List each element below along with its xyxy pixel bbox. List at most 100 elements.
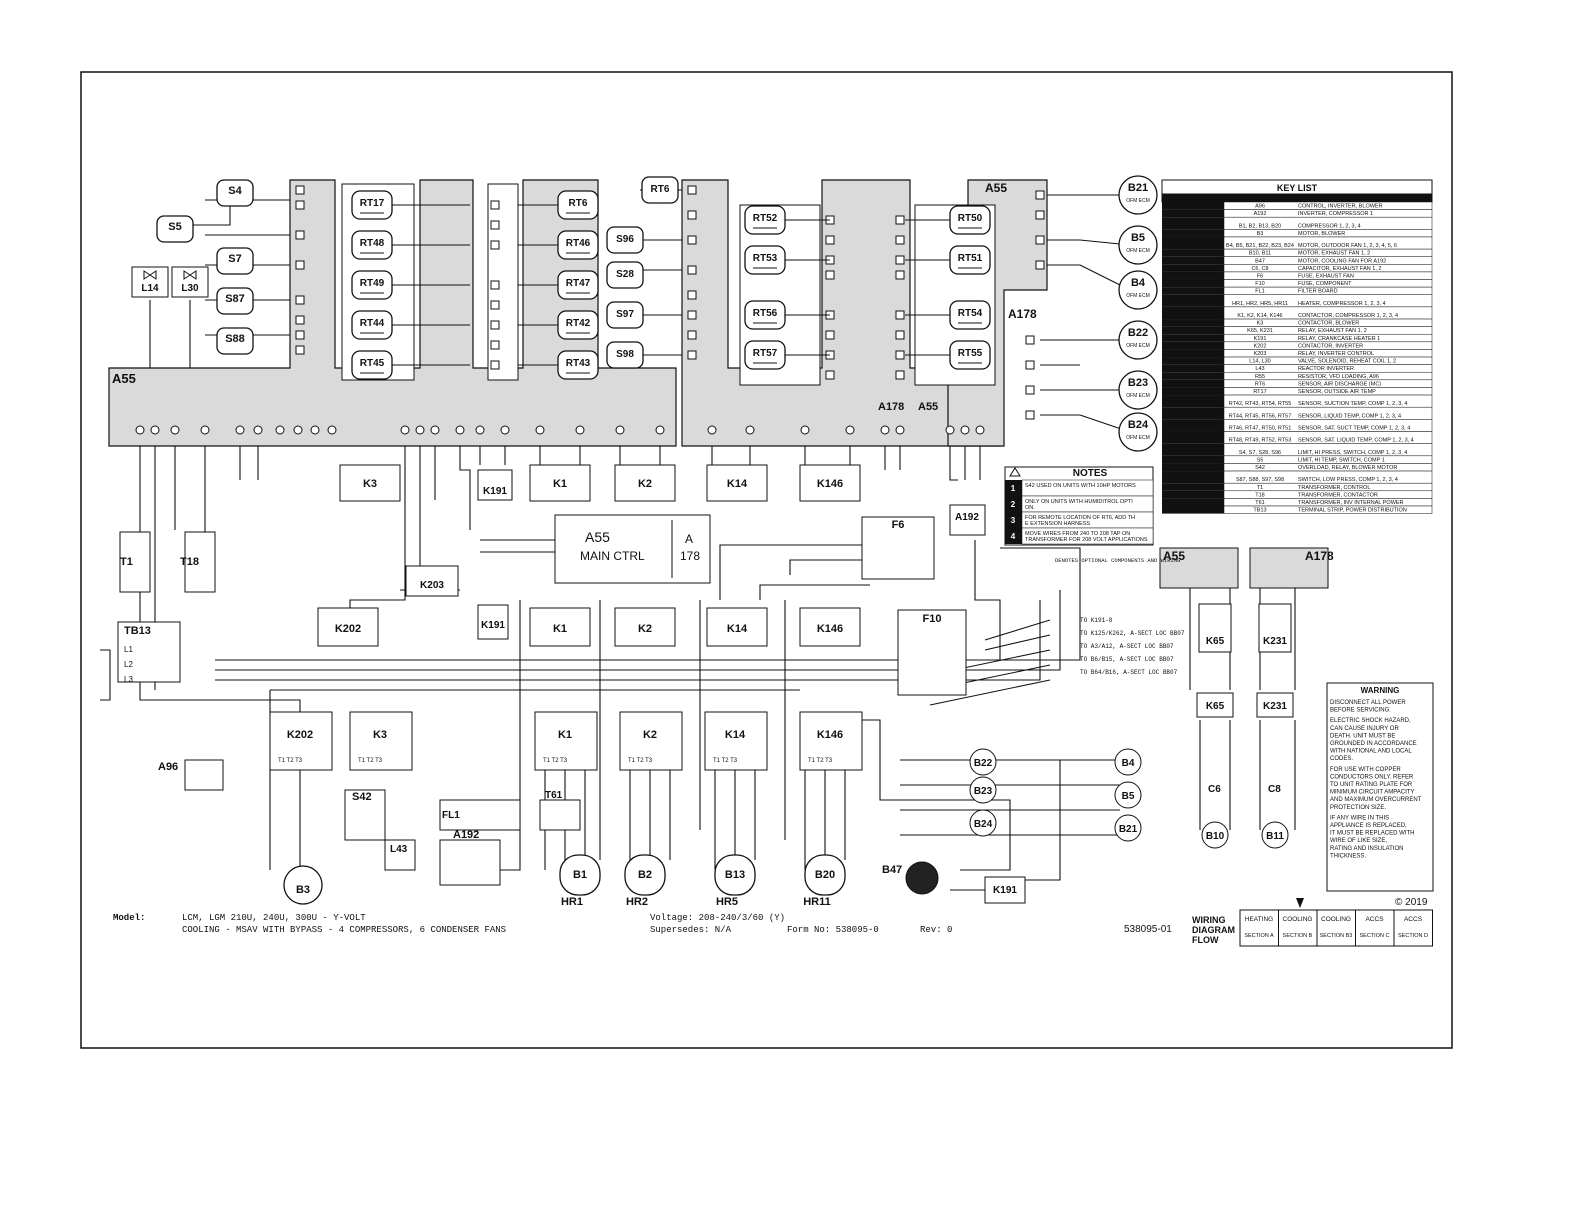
switch-label: S7 <box>228 253 241 265</box>
warning-text: ELECTRIC SHOCK HAZARD, <box>1330 718 1411 724</box>
diagram-number: 538095-01 <box>1124 924 1172 935</box>
coil-label: K2 <box>638 478 652 490</box>
switch-label: S88 <box>225 333 245 345</box>
cooling-fan <box>905 861 939 895</box>
keylist-key: B47 <box>1255 258 1265 264</box>
terminal <box>500 425 510 435</box>
note-number: 1 <box>1011 484 1016 493</box>
temp-sensor <box>351 310 393 340</box>
relay-coil <box>477 604 509 640</box>
keylist-key: B1, B2, B13, B20 <box>1239 223 1281 229</box>
keylist-key: HR1, HR2, HR5, HR11 <box>1232 301 1288 307</box>
keylist-code-cell <box>1162 349 1224 358</box>
drawing-border <box>80 71 1453 1049</box>
valve-icon <box>183 270 197 280</box>
fan-motor <box>1118 270 1158 310</box>
terminal <box>455 425 465 435</box>
terminal-pin <box>490 200 500 210</box>
contactor-label: K202 <box>287 729 313 741</box>
terminal <box>745 425 755 435</box>
pressure-switch <box>216 179 254 207</box>
c8-label: C8 <box>1268 784 1281 795</box>
heater-label: HR1 <box>561 896 583 908</box>
valve-coil <box>131 266 169 298</box>
section-head: COOLING <box>1321 916 1351 923</box>
terminal <box>845 425 855 435</box>
terminal-pin <box>490 300 500 310</box>
temp-sensor-label: RT44 <box>360 318 385 329</box>
compressor <box>624 854 666 896</box>
fan-motor <box>1114 781 1142 809</box>
fan-sublabel: OFM ECM <box>1126 435 1150 441</box>
inverter <box>439 839 501 886</box>
keylist-desc: TERMINAL STRIP, POWER DISTRIBUTION <box>1298 508 1407 514</box>
keylist-code-cell <box>1162 294 1224 307</box>
note-text-cont: TRANSFORMER FOR 208 VOLT APPLICATIONS <box>1025 537 1148 543</box>
section-head: ACCS <box>1365 916 1384 923</box>
keylist-key: RT6 <box>1255 381 1265 387</box>
warning-triangle-icon <box>1009 467 1021 477</box>
temp-sensor-label: RT6 <box>569 198 588 209</box>
heater-label: HR2 <box>626 896 648 908</box>
keylist-desc: HEATER, COMPRESSOR 1, 2, 3, 4 <box>1298 301 1386 307</box>
fan-sublabel: OFM ECM <box>1126 343 1150 349</box>
terminal-pin <box>1035 190 1045 200</box>
temp-sensor-label: RT42 <box>566 318 591 329</box>
terminal-pin <box>895 235 905 245</box>
terminal-pin <box>295 315 305 325</box>
relay-coil <box>1198 603 1232 653</box>
keylist-desc: CAPACITOR, EXHAUST FAN 1, 2 <box>1298 266 1381 272</box>
terminal-pin <box>825 235 835 245</box>
c6-label: C6 <box>1208 784 1221 795</box>
fan-sublabel: OFM ECM <box>1126 393 1150 399</box>
temp-sensor-label: RT56 <box>753 308 778 319</box>
terminal-pin <box>490 360 500 370</box>
coil-label: K1 <box>553 623 567 635</box>
note-number-cell <box>1005 528 1022 544</box>
terminal-pin <box>895 255 905 265</box>
keylist-desc: TRANSFORMER, CONTROL <box>1298 485 1370 491</box>
keylist-code-cell <box>1162 229 1224 237</box>
exhaust-fan <box>1201 821 1229 849</box>
main-ctrl-label: MAIN CTRL <box>580 549 645 563</box>
pressure-switch <box>606 301 644 329</box>
a96-label: A96 <box>158 761 178 773</box>
keylist-key: S5 <box>1257 457 1264 463</box>
flow-title: WIRING <box>1192 915 1226 925</box>
f6-label: F6 <box>892 519 905 531</box>
terminal-pin <box>490 220 500 230</box>
compressor <box>559 854 601 896</box>
keylist-key: K203 <box>1254 351 1267 357</box>
fan-label: B4 <box>1131 277 1146 289</box>
terminal-pin <box>687 310 697 320</box>
keylist-desc: FUSE, EXHAUST FAN <box>1298 274 1354 280</box>
warning-text: APPLIANCE IS REPLACED, <box>1330 823 1407 829</box>
keylist-code-cell <box>1162 407 1224 420</box>
transformer <box>119 531 151 593</box>
t18-label: T18 <box>180 556 199 568</box>
switch-label: S5 <box>168 221 181 233</box>
terminal-pin <box>895 270 905 280</box>
contactor-terminals: T1 T2 T3 <box>278 758 303 764</box>
temp-sensor <box>557 350 599 380</box>
arrow-down-icon <box>1296 898 1304 908</box>
keylist-key: C6, C8 <box>1251 266 1268 272</box>
reactor <box>384 839 416 871</box>
transformer <box>184 531 216 593</box>
temp-sensor-label: RT17 <box>360 198 385 209</box>
keylist-code-cell <box>1162 341 1224 350</box>
terminal-pin <box>295 330 305 340</box>
terminal <box>150 425 160 435</box>
keylist-key: RT17 <box>1253 389 1266 395</box>
terminal <box>975 425 985 435</box>
keylist-desc: CONTACTOR, COMPRESSOR 1, 2, 3, 4 <box>1298 313 1398 319</box>
warning-text: MINIMUM CIRCUIT AMPACITY <box>1330 790 1414 796</box>
terminal-pin <box>895 330 905 340</box>
contactor-coil <box>529 607 591 647</box>
switch-label: S97 <box>616 309 634 320</box>
pressure-switch <box>606 341 644 369</box>
keylist-key: S4, S7, S28, S96 <box>1239 450 1281 456</box>
temp-sensor <box>557 230 599 260</box>
